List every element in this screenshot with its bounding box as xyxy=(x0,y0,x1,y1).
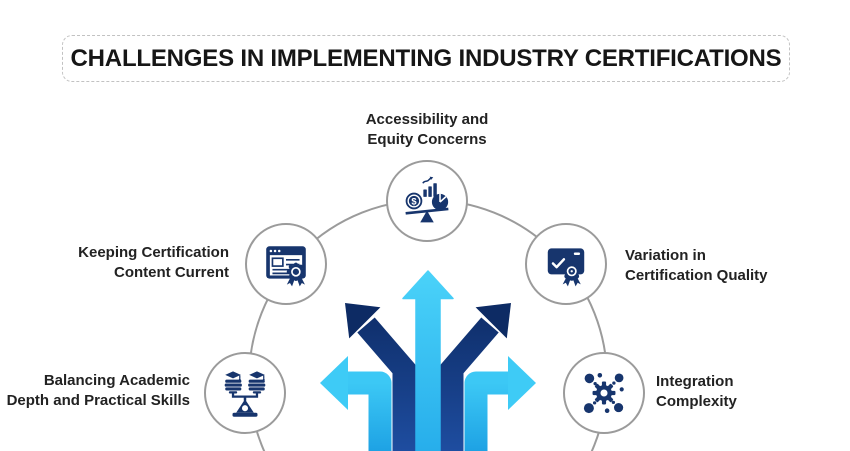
academic-balance-icon xyxy=(224,371,266,417)
label-line: Variation in xyxy=(625,247,706,264)
balance-equity-icon: $ xyxy=(405,176,449,223)
navy-diagonal-arrows xyxy=(345,303,511,451)
label-line: Balancing Academic xyxy=(43,372,190,389)
cyan-up-arrow xyxy=(402,270,454,451)
center-arrows-graphic xyxy=(320,270,536,451)
label-accessibility-equity: Accessibility and Equity Concerns xyxy=(313,110,541,150)
certified-content-icon xyxy=(266,246,306,287)
cyan-side-arrows xyxy=(320,356,536,451)
certificate-quality-icon xyxy=(547,248,585,287)
node-circle-accessibility-equity: $ xyxy=(386,160,468,242)
label-line: Complexity xyxy=(656,393,737,410)
svg-text:$: $ xyxy=(411,196,417,206)
label-integration-complexity: Integration Complexity xyxy=(656,372,846,412)
label-line: Accessibility and xyxy=(365,111,489,128)
gear-network-icon xyxy=(583,373,624,414)
node-circle-integration-complexity xyxy=(563,352,645,434)
title-box: CHALLENGES IN IMPLEMENTING INDUSTRY CERT… xyxy=(62,35,790,82)
label-line: Equity Concerns xyxy=(367,131,487,148)
node-circle-variation-quality xyxy=(525,223,607,305)
label-line: Content Current xyxy=(114,264,229,281)
label-line: Keeping Certification xyxy=(78,244,229,261)
label-line: Integration xyxy=(656,373,734,390)
node-circle-keeping-content-current xyxy=(245,223,327,305)
label-variation-quality: Variation in Certification Quality xyxy=(625,246,835,286)
page-title: CHALLENGES IN IMPLEMENTING INDUSTRY CERT… xyxy=(70,44,782,72)
label-academic-balance: Balancing Academic Depth and Practical S… xyxy=(0,371,190,411)
label-line: Depth and Practical Skills xyxy=(6,392,190,409)
label-keeping-content-current: Keeping Certification Content Current xyxy=(29,243,229,283)
node-circle-academic-balance xyxy=(204,352,286,434)
label-line: Certification Quality xyxy=(625,267,768,284)
